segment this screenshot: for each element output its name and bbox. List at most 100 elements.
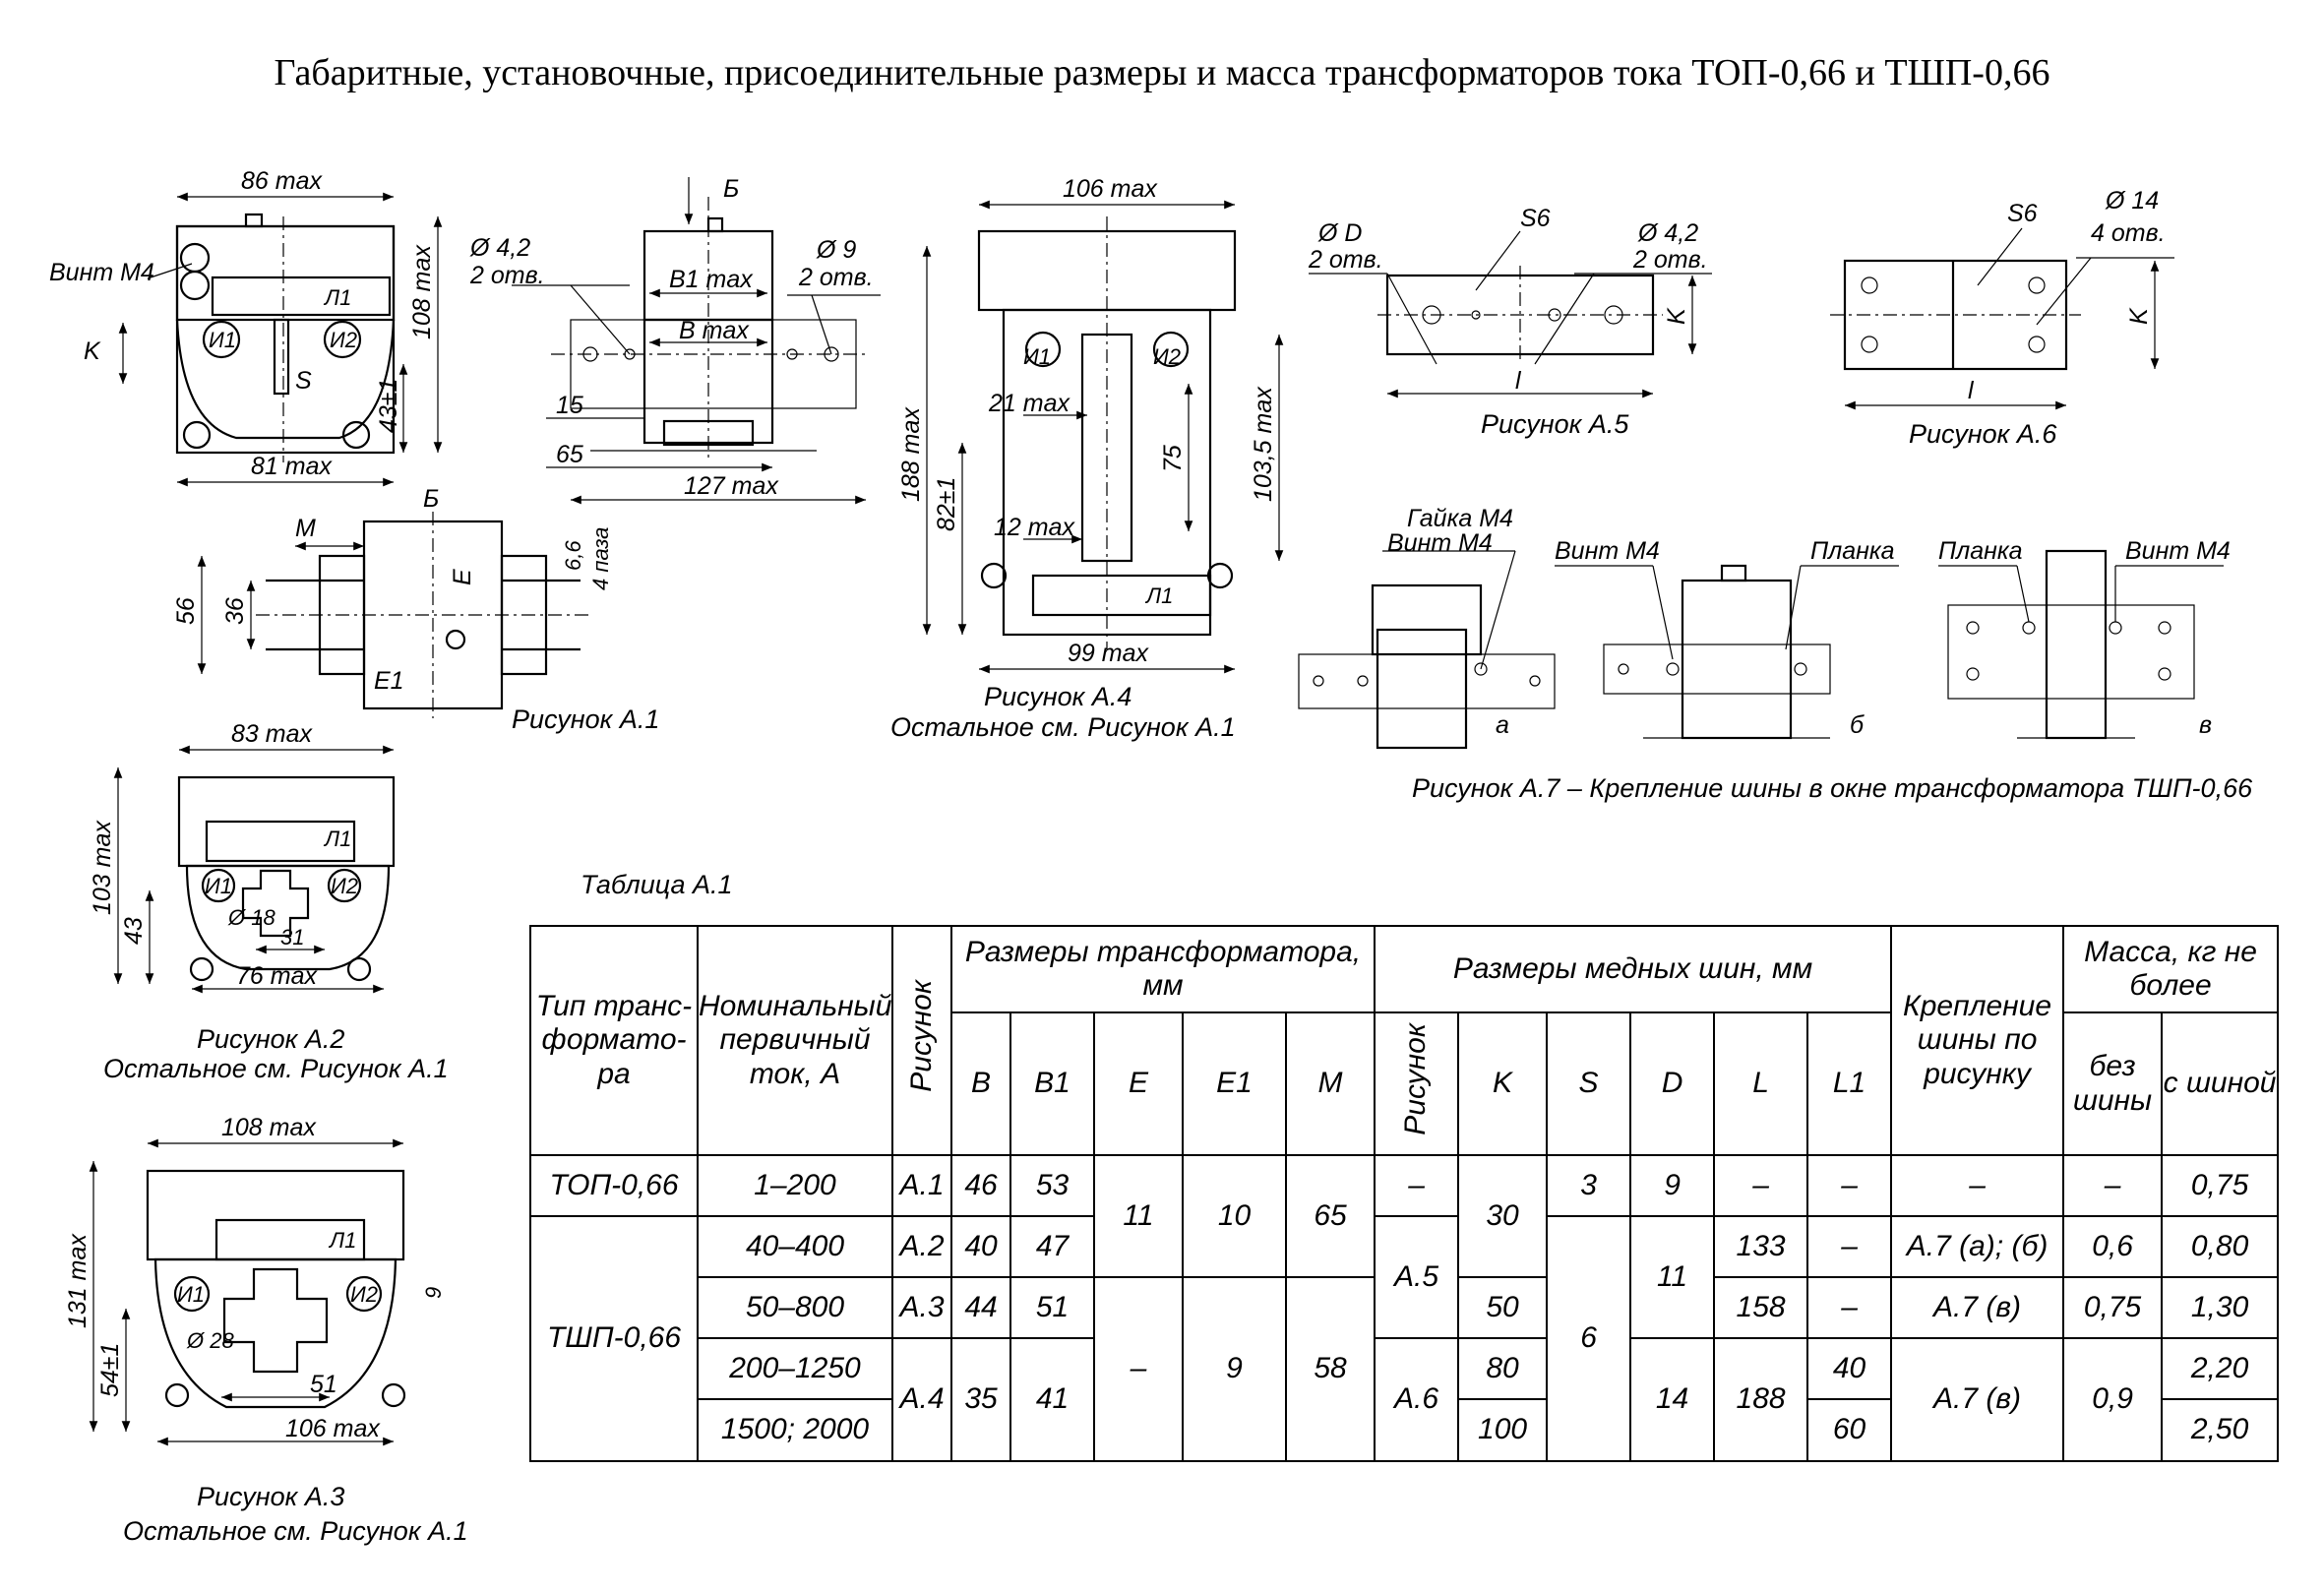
th-mass: Масса, кг не более	[2062, 925, 2280, 1013]
label-a2-l1: Л1	[323, 827, 351, 851]
cell-k: 100	[1457, 1398, 1549, 1462]
dim-l-a6: l	[1968, 377, 1975, 404]
dim-127-max: 127 max	[684, 472, 779, 500]
cell-current: 50–800	[697, 1276, 893, 1339]
cell-l: 158	[1713, 1276, 1809, 1339]
hole-icon	[445, 629, 466, 650]
cell-b1: 47	[1009, 1215, 1095, 1278]
cell-d-a6: 14	[1629, 1337, 1716, 1462]
cell-b1-a4: 41	[1009, 1337, 1095, 1462]
label-phi-4-2: Ø 4,2	[469, 234, 530, 262]
th-type: Тип транс-формато-ра	[529, 925, 699, 1156]
label-4-otv: 4 отв.	[2091, 219, 2166, 247]
screw-icon	[179, 270, 211, 301]
table-row: 200–1250 А.4 35 41 А.6 80 14 188 40 А.7 …	[530, 1337, 2280, 1462]
caption-rest-a2: Остальное см. Рисунок А.1	[103, 1054, 449, 1083]
table-row: 1500; 2000 100 60 2,50	[530, 1398, 2280, 1462]
dim-k: K	[84, 337, 101, 365]
label-vint-m4-b: Винт М4	[1555, 537, 1660, 565]
a1-terminal-i2	[323, 320, 362, 359]
label-sub-a: а	[1496, 711, 1509, 739]
dim-108-max-h: 108 max	[221, 1114, 317, 1141]
nut-icon	[1474, 662, 1488, 676]
leader-line	[2016, 565, 2030, 623]
a2-cross-window	[241, 869, 310, 938]
cell-bus-fig: –	[1374, 1154, 1460, 1217]
leader-line	[1785, 565, 1802, 650]
leader-line	[1977, 227, 2023, 286]
th-b: B	[950, 1011, 1011, 1156]
table-row: ТОП-0,66 1–200 А.1 46 53 11 10 65 – 30 3…	[529, 1154, 2280, 1278]
hole-icon	[1618, 663, 1629, 675]
hole-icon	[1471, 310, 1481, 320]
caption-fig-a4: Рисунок А.4	[984, 682, 1131, 711]
cell-b1: 51	[1009, 1276, 1095, 1339]
caption-fig-a1: Рисунок А.1	[512, 705, 659, 734]
a7b-bus	[1603, 643, 1831, 695]
th-s: S	[1546, 1011, 1632, 1156]
dim-k-a5: K	[1663, 307, 1690, 325]
figure-a1-side-view: Б B1 max B max Ø 4,2 2 отв. Ø 9 2 отв. 1…	[469, 175, 881, 505]
cell-mount: А.7 (в)	[1890, 1276, 2065, 1339]
cell-b: 44	[950, 1276, 1011, 1339]
screw-icon	[381, 1382, 406, 1408]
dim-81-max: 81 max	[251, 453, 333, 480]
dim-b-max: B max	[679, 317, 750, 344]
cell-e-low: –	[1093, 1276, 1184, 1462]
label-b-view: Б	[723, 175, 739, 203]
cell-e-top: 11	[1093, 1154, 1184, 1278]
cell-no-bus: 0,6	[2062, 1215, 2164, 1278]
caption-fig-a5: Рисунок А.5	[1481, 409, 1629, 439]
label-s6-a6: S6	[2007, 200, 2038, 227]
cell-l: –	[1713, 1154, 1809, 1217]
cell-mount-a6: А.7 (в)	[1890, 1337, 2065, 1462]
label-phi-18: Ø 18	[227, 905, 275, 930]
screw-icon	[341, 420, 371, 450]
label-a3-l1: Л1	[328, 1228, 356, 1253]
dim-76-max: 76 max	[236, 962, 318, 990]
label-vint-m4-v: Винт М4	[2125, 537, 2231, 565]
cell-current: 200–1250	[697, 1337, 893, 1400]
label-4-paza: 4 паза	[588, 527, 613, 590]
cell-m-low: 58	[1284, 1276, 1376, 1462]
cell-bus-fig-a5: А.5	[1374, 1215, 1460, 1339]
dim-56: 56	[172, 597, 200, 625]
caption-rest-a3: Остальное см. Рисунок А.1	[123, 1516, 468, 1546]
figure-a6: l K S6 Ø 14 4 отв. Рисунок А.6	[1830, 187, 2174, 449]
dim-k-a6: K	[2125, 307, 2153, 325]
table-header-row-1: Тип транс-формато-ра Номинальный первичн…	[529, 925, 2280, 1156]
label-sub-v: в	[2199, 711, 2212, 739]
a4-terminal-i2	[1152, 331, 1190, 368]
cell-l: 133	[1713, 1215, 1809, 1278]
leader-line	[811, 294, 832, 355]
a7v-bus	[1947, 604, 2195, 700]
cell-d: 9	[1629, 1154, 1716, 1217]
caption-fig-a6: Рисунок А.6	[1909, 419, 2057, 449]
th-e1: E1	[1182, 1011, 1287, 1156]
a7a-cover	[1371, 583, 1483, 656]
cell-b: 40	[950, 1215, 1011, 1278]
cell-e1-top: 10	[1182, 1154, 1287, 1278]
cell-no-bus-a6: 0,9	[2062, 1337, 2164, 1462]
cell-mount: –	[1890, 1154, 2065, 1217]
th-fig-text: Рисунок	[904, 980, 938, 1093]
hole-icon	[2028, 336, 2046, 353]
th-fig: Рисунок	[891, 925, 952, 1156]
cell-s: 3	[1546, 1154, 1632, 1217]
dim-43-a2: 43	[120, 917, 148, 945]
cell-k-top: 30	[1457, 1154, 1549, 1278]
screw-icon	[346, 956, 372, 982]
cell-fig: А.2	[891, 1215, 952, 1278]
caption-fig-a7: Рисунок А.7 – Крепление шины в окне тран…	[1412, 773, 2253, 803]
hole-icon	[2158, 667, 2171, 681]
dim-21-max: 21 max	[988, 390, 1070, 417]
cell-b-a4: 35	[950, 1337, 1011, 1462]
figure-a7: Гайка М4 Винт М4 а Винт М4 Планка б План…	[1298, 505, 2253, 803]
label-planka-v: Планка	[1938, 537, 2023, 565]
table-row: ТШП-0,66 40–400 А.2 40 47 А.5 6 11 133 –…	[529, 1215, 2280, 1462]
leader-line	[1386, 273, 1437, 365]
hole-icon	[1313, 675, 1324, 687]
hole-icon	[1357, 675, 1369, 687]
cell-bus-fig-a6: А.6	[1374, 1337, 1460, 1462]
figure-a4: 106 max 21 max 12 max 75 188 max 82±1 10…	[890, 175, 1284, 742]
